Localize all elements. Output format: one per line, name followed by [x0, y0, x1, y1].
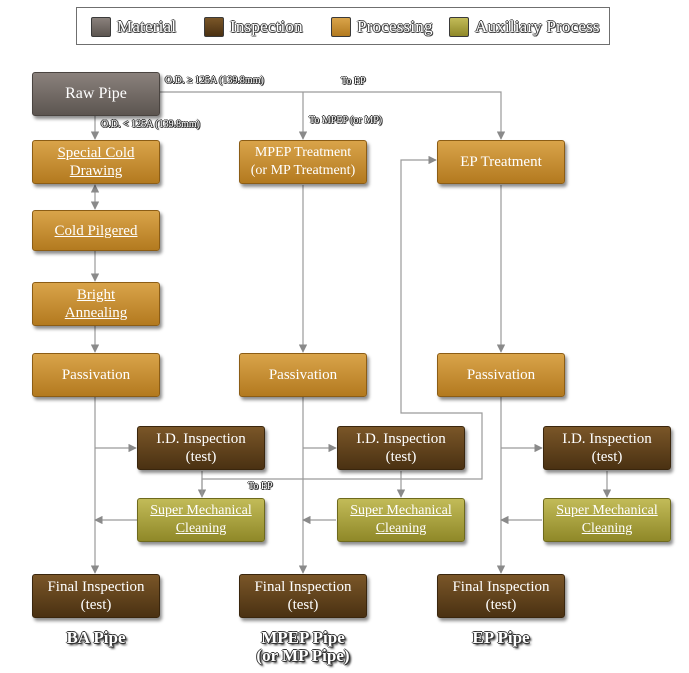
legend-label-material: Material — [117, 17, 177, 36]
legend-item-material: Material — [91, 16, 176, 38]
node-final-ba[interactable]: Final Inspection (test) — [32, 574, 160, 618]
legend-label-auxiliary: Auxiliary Process — [475, 17, 600, 36]
node-id-inspection-mpep[interactable]: I.D. Inspection (test) — [337, 426, 465, 470]
edge-label-to-mpep: To MPEP (or MP) — [309, 115, 383, 126]
output-label: EP Pipe — [472, 628, 530, 647]
node-raw-pipe[interactable]: Raw Pipe — [32, 72, 160, 116]
node-bright-annealing[interactable]: Bright Annealing — [32, 282, 160, 326]
node-label-line: (test) — [185, 449, 217, 465]
node-smc-ba[interactable]: Super Mechanical Cleaning — [137, 498, 265, 542]
node-label-line: Cold Pilgered — [54, 222, 138, 239]
node-label-line: (test) — [385, 449, 417, 465]
node-label-line: I.D. Inspection — [562, 431, 652, 447]
node-label-line: Final Inspection — [47, 579, 145, 595]
node-label-line: Super Mechanical — [350, 503, 452, 518]
node-label-line: (test) — [485, 597, 517, 613]
node-label-line: I.D. Inspection — [156, 431, 246, 447]
node-id-inspection-ep[interactable]: I.D. Inspection (test) — [543, 426, 671, 470]
legend-swatch-processing — [331, 17, 351, 37]
output-ba-pipe: BA Pipe — [32, 629, 160, 647]
edge-ba-to-ep — [201, 155, 483, 497]
output-label: MPEP Pipe — [261, 628, 345, 647]
node-label-line: (test) — [287, 597, 319, 613]
legend-swatch-material — [91, 17, 111, 37]
edge-label-to-ep-mid: To EP — [248, 481, 273, 492]
legend-label-inspection: Inspection — [230, 17, 303, 36]
node-label-line: MPEP Treatment — [254, 145, 352, 160]
node-smc-ep[interactable]: Super Mechanical Cleaning — [543, 498, 671, 542]
node-label-line: Final Inspection — [452, 579, 550, 595]
node-label-line: Final Inspection — [254, 579, 352, 595]
node-passivation-ep[interactable]: Passivation — [437, 353, 565, 397]
node-label-line: (test) — [80, 597, 112, 613]
node-label-line: Cleaning — [581, 521, 633, 536]
node-final-ep[interactable]: Final Inspection (test) — [437, 574, 565, 618]
node-label-line: Super Mechanical — [556, 503, 658, 518]
legend-item-auxiliary: Auxiliary Process — [449, 16, 600, 38]
node-passivation-mpep[interactable]: Passivation — [239, 353, 367, 397]
legend-swatch-inspection — [204, 17, 224, 37]
node-special-cold-drawing[interactable]: Special Cold Drawing — [32, 140, 160, 184]
edge-label-od-lt: O.D. < 125A (139.8mm) — [101, 119, 200, 130]
output-mpep-pipe: MPEP Pipe (or MP Pipe) — [229, 629, 377, 665]
edge-label-to-ep-top: To EP — [341, 76, 366, 87]
legend-item-inspection: Inspection — [204, 16, 303, 38]
node-label-line: I.D. Inspection — [356, 431, 446, 447]
node-label-line: Cleaning — [375, 521, 427, 536]
legend: Material Inspection Processing Auxiliary… — [76, 7, 610, 45]
node-cold-pilgered[interactable]: Cold Pilgered — [32, 210, 160, 251]
node-label-line: Drawing — [69, 163, 123, 179]
edge-raw-to-ep — [160, 91, 506, 140]
output-label: BA Pipe — [66, 628, 126, 647]
node-label-line: Passivation — [466, 367, 536, 383]
node-label-line: Cleaning — [175, 521, 227, 536]
node-label-line: Passivation — [268, 367, 338, 383]
node-label-line: EP Treatment — [460, 154, 542, 170]
legend-swatch-auxiliary — [449, 17, 469, 37]
node-label-line: Super Mechanical — [150, 503, 252, 518]
edge-label-od-ge: O.D. ≥ 125A (139.8mm) — [165, 75, 264, 86]
node-label-line: Passivation — [61, 367, 131, 383]
node-ep-treatment[interactable]: EP Treatment — [437, 140, 565, 184]
node-raw-pipe-label: Raw Pipe — [65, 85, 127, 102]
output-ep-pipe: EP Pipe — [437, 629, 565, 647]
node-mpep-treatment[interactable]: MPEP Treatment (or MP Treatment) — [239, 140, 367, 184]
node-id-inspection-ba[interactable]: I.D. Inspection (test) — [137, 426, 265, 470]
node-passivation-ba[interactable]: Passivation — [32, 353, 160, 397]
node-smc-mpep[interactable]: Super Mechanical Cleaning — [337, 498, 465, 542]
node-final-mpep[interactable]: Final Inspection (test) — [239, 574, 367, 618]
node-label-line: Bright — [76, 287, 116, 303]
node-label-line: Special Cold — [57, 145, 135, 161]
legend-item-processing: Processing — [331, 16, 433, 38]
node-label-line: (test) — [591, 449, 623, 465]
node-label-line: (or MP Treatment) — [250, 163, 356, 178]
node-label-line: Annealing — [64, 305, 128, 321]
legend-label-processing: Processing — [357, 17, 433, 36]
output-label: (or MP Pipe) — [256, 646, 350, 665]
